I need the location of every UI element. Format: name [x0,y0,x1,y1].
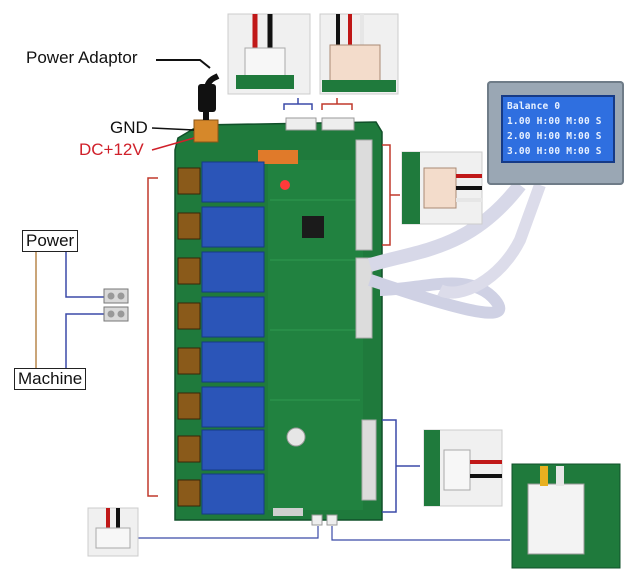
status-led [280,180,290,190]
bottom-connector-b [326,514,338,526]
inset-right-bottom [423,429,503,507]
lcd-module: Balance 0 1.00 H:00 M:00 S 2.00 H:00 M:0… [487,81,624,185]
bottom-pinrow [273,508,303,516]
gnd-leader [151,127,195,131]
inset-top-right [319,13,399,95]
right-bottom-bracket [382,419,397,513]
lcd-line-3: 2.00 H:00 M:00 S [507,131,602,142]
inset-bottom-left [87,507,139,557]
lcd-screen: Balance 0 1.00 H:00 M:00 S 2.00 H:00 M:0… [501,95,615,163]
right-header-top [355,139,373,251]
relay-bank [177,161,265,515]
gnd-label: GND [110,118,148,137]
buzzer [286,427,306,447]
machine-box-label: Machine [14,368,87,390]
power-adaptor-label: Power Adaptor [26,48,138,67]
lcd-line-4: 3.00 H:00 M:00 S [507,146,602,157]
top-right-bracket [321,103,353,110]
right-header-bottom [361,419,377,501]
dc-jack [193,73,220,143]
mcu-chip [302,216,324,238]
lcd-line-1: Balance 0 [507,101,561,112]
power-adaptor-leader [156,59,211,69]
right-top-bracket [382,144,391,246]
right-header-mid [355,257,373,339]
ribbon-cable [367,180,546,319]
bottom-connector-a [311,514,323,526]
dc12v-label: DC+12V [79,140,144,159]
inset-right-middle [401,151,483,225]
bottom-left-leader [138,526,319,539]
relay-bracket [147,177,158,497]
bottom-right-leader [331,526,510,541]
inset-bottom-right [511,463,621,569]
inset-top-left [227,13,311,95]
top-left-bracket [283,103,313,110]
top-connectors [258,117,355,164]
lcd-line-2: 1.00 H:00 M:00 S [507,116,602,127]
power-box-label: Power [22,230,79,252]
power-machine-wiring [35,252,129,368]
dc-leader [151,137,195,151]
